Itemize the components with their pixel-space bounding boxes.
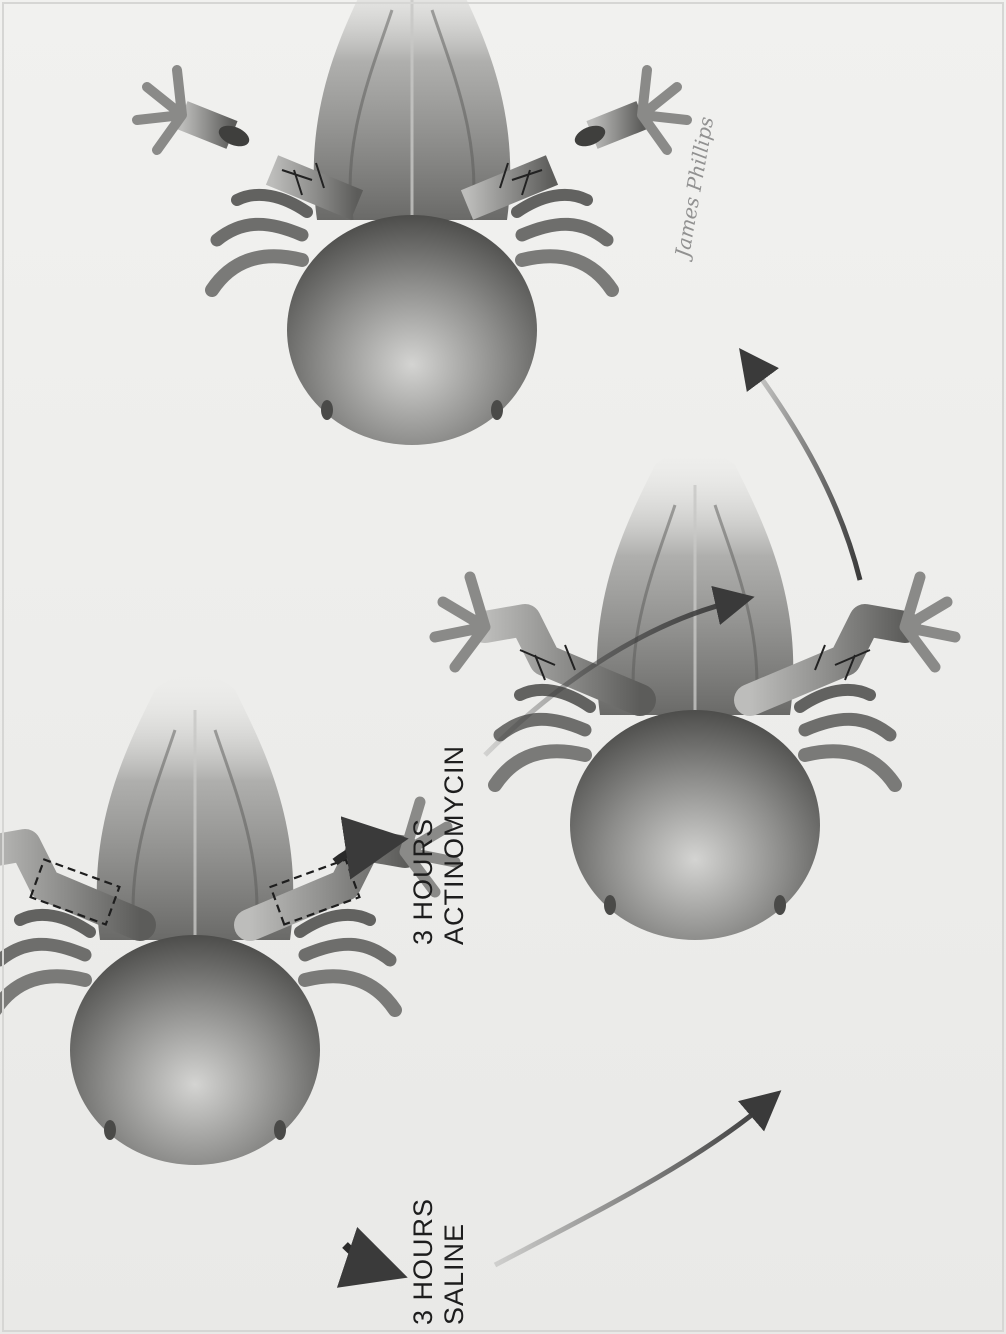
label-saline: 3 HOURS SALINE <box>408 1198 470 1325</box>
label-actinomycin-line1: 3 HOURS <box>408 745 439 945</box>
short-arrow-saline <box>345 1245 385 1270</box>
label-saline-line1: 3 HOURS <box>408 1198 439 1325</box>
label-actinomycin-line2: ACTINOMYCIN <box>439 745 470 945</box>
axolotl-actinomycin-amputated <box>137 0 687 445</box>
label-saline-line2: SALINE <box>439 1198 470 1325</box>
arrow-to-regenerated <box>495 1100 770 1265</box>
axolotl-original <box>0 675 455 1165</box>
label-actinomycin: 3 HOURS ACTINOMYCIN <box>408 745 470 945</box>
axolotl-saline-regenerated <box>435 450 955 940</box>
